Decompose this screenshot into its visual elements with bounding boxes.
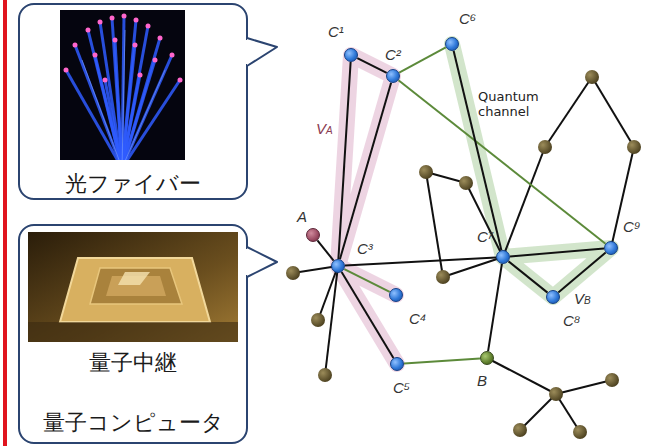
- network-link: [340, 83, 391, 260]
- callout-caption: 光ファイバー: [20, 171, 246, 197]
- network-link: [454, 51, 502, 250]
- quantum-link: [404, 359, 480, 364]
- quantum-link: [399, 47, 446, 72]
- red-bar: [3, 0, 7, 446]
- network-link: [357, 58, 386, 73]
- network-link: [345, 257, 496, 265]
- network-link: [558, 253, 605, 293]
- node-label: C¹: [328, 24, 344, 41]
- network-node: C¹: [344, 48, 358, 62]
- node-label: A: [297, 209, 307, 226]
- network-node: B: [480, 351, 494, 365]
- node-label: C²: [385, 47, 401, 64]
- network-link: [488, 264, 502, 351]
- node-label: B: [477, 373, 487, 390]
- node-label: C⁸: [563, 313, 580, 330]
- fiber-photo: [60, 10, 185, 160]
- network-node: C⁵: [390, 357, 404, 371]
- network-node: A: [306, 228, 320, 242]
- chip-photo: [28, 232, 238, 342]
- node-label: C⁷: [477, 229, 494, 246]
- network-node: C⁹: [604, 241, 618, 255]
- network-node: C⁴: [389, 288, 403, 302]
- network-link: [342, 272, 394, 358]
- node-label: C⁶: [459, 11, 476, 28]
- set-label: VB: [574, 290, 591, 308]
- network-node: C²: [386, 69, 400, 83]
- callout-box: 光ファイバー: [18, 3, 248, 200]
- network-lines: [293, 77, 634, 432]
- node-label: C³: [357, 241, 373, 258]
- node-label: C⁴: [409, 311, 426, 328]
- set-label: VA: [316, 120, 333, 138]
- node-label: C⁵: [393, 380, 410, 397]
- network-node: C⁶: [445, 37, 459, 51]
- quantum-link: [399, 80, 606, 243]
- channel-label: Quantum channel: [478, 90, 548, 120]
- va-band: [338, 55, 397, 364]
- network-node: C³: [331, 259, 345, 273]
- network-link: [509, 261, 548, 292]
- network-node: C⁸: [546, 290, 560, 304]
- node-label: C⁹: [623, 219, 641, 236]
- network-node: C⁷: [496, 250, 510, 264]
- network-link: [317, 240, 333, 260]
- callout-caption: 量子コンピュータ: [20, 410, 246, 436]
- callout-box: 量子中継量子コンピュータ: [18, 224, 248, 444]
- callout-caption: 量子中継: [20, 350, 246, 376]
- network-link: [510, 249, 604, 257]
